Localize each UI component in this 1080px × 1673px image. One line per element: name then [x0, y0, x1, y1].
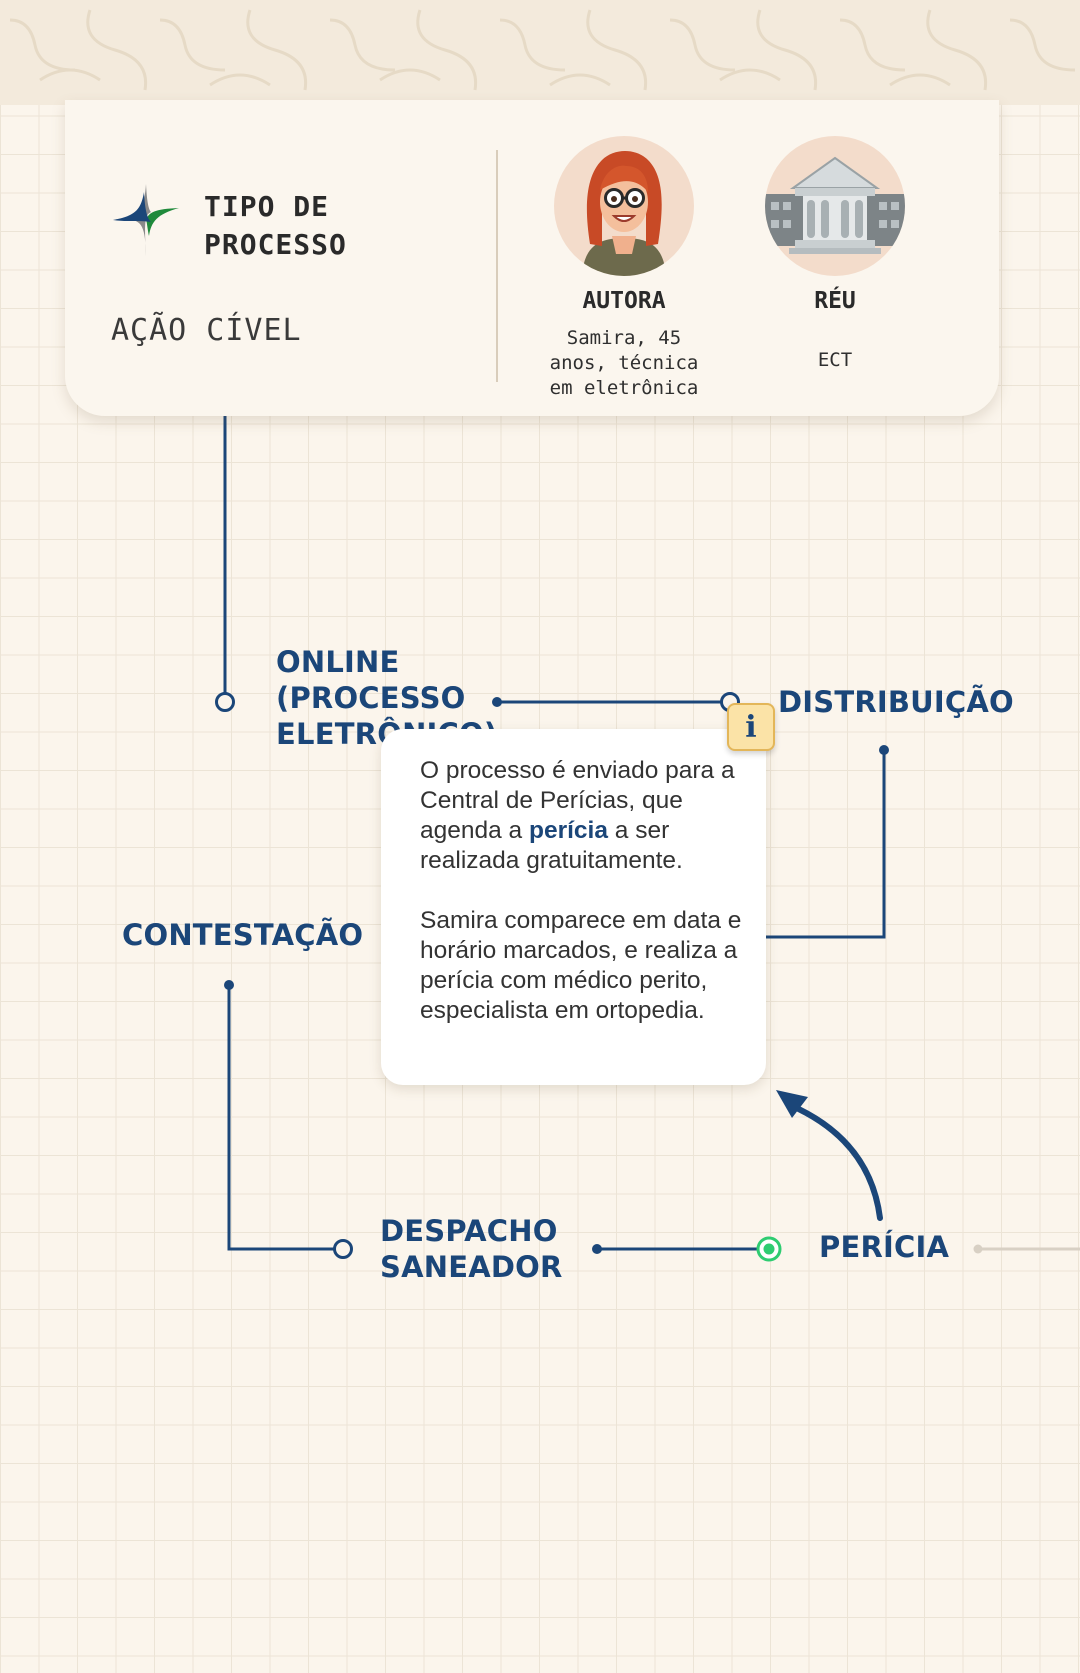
justice-federal-logo-icon: [111, 182, 181, 258]
curved-arrow-icon: [776, 1090, 883, 1221]
node-online: [215, 692, 235, 712]
autora-role: AUTORA: [582, 288, 666, 314]
reu-description: ECT: [817, 349, 853, 371]
next-dot: [973, 1244, 983, 1254]
tipo-processo-label: TIPO DE PROCESSO: [204, 190, 347, 261]
top-pattern-band: [0, 0, 1080, 105]
info-highlight-pericia: perícia: [529, 817, 608, 844]
autora-avatar: [554, 136, 694, 276]
process-header-card: TIPO DE PROCESSO AÇÃO CÍVEL AUTORA Samir…: [65, 100, 999, 416]
reu-role: RÉU: [814, 288, 856, 314]
tipo-processo-value: AÇÃO CÍVEL: [111, 313, 302, 348]
party-autora: AUTORA Samira, 45 anos, técnica em eletr…: [534, 136, 714, 401]
pattern-decoration: [9, 9, 1076, 91]
info-paragraph-2: Samira comparece em data e horário marca…: [420, 907, 742, 1024]
node-despacho: [333, 1239, 353, 1259]
stage-contestacao[interactable]: CONTESTAÇÃO: [122, 918, 364, 952]
info-paragraph-1: O processo é enviado para a Central de P…: [420, 756, 744, 876]
node-distribuicao-out: [879, 745, 889, 755]
autora-description: Samira, 45 anos, técnica em eletrônica: [549, 327, 699, 399]
card-divider: [496, 150, 498, 382]
stage-despacho-saneador[interactable]: DESPACHO SANEADOR: [380, 1214, 563, 1284]
stage-distribuicao[interactable]: DISTRIBUIÇÃO: [778, 685, 1014, 719]
node-pericia-active-core: [763, 1243, 775, 1255]
info-text-before: O processo é enviado para a Central de P…: [420, 757, 735, 844]
info-icon[interactable]: i: [727, 703, 775, 751]
party-reu: RÉU ECT: [745, 136, 925, 373]
line-contestacao-to-despacho: [227, 985, 334, 1251]
info-popup: O processo é enviado para a Central de P…: [381, 729, 766, 1085]
stage-pericia[interactable]: PERÍCIA: [819, 1230, 950, 1264]
node-despacho-out: [592, 1244, 602, 1254]
node-contestacao-out: [224, 980, 234, 990]
node-online-out: [492, 697, 502, 707]
info-text-after: a ser realizada gratuitamente.: [420, 817, 683, 874]
reu-building-icon: [765, 136, 905, 276]
line-distribuicao-to-contestacao: [766, 750, 886, 939]
